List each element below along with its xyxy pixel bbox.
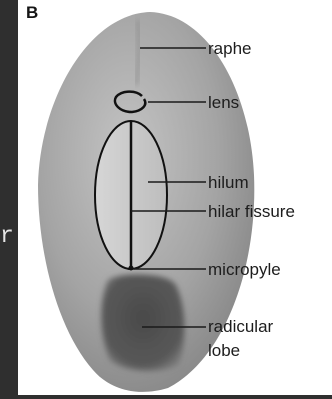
- label-lens: lens: [208, 92, 239, 113]
- label-hilum: hilum: [208, 172, 249, 193]
- micropyle-dot: [129, 266, 134, 271]
- label-lobe: lobe: [208, 340, 240, 361]
- seed-diagram-figure: B raphe lens hilum hilar fissure micropy…: [18, 0, 332, 395]
- radicular-lobe-shape: [101, 275, 184, 372]
- label-hilar-fissure: hilar fissure: [208, 201, 295, 222]
- panel-letter: B: [26, 3, 38, 23]
- label-raphe: raphe: [208, 38, 251, 59]
- label-micropyle: micropyle: [208, 259, 281, 280]
- label-radicular: radicular: [208, 316, 273, 337]
- seed-diagram-svg: [18, 0, 332, 395]
